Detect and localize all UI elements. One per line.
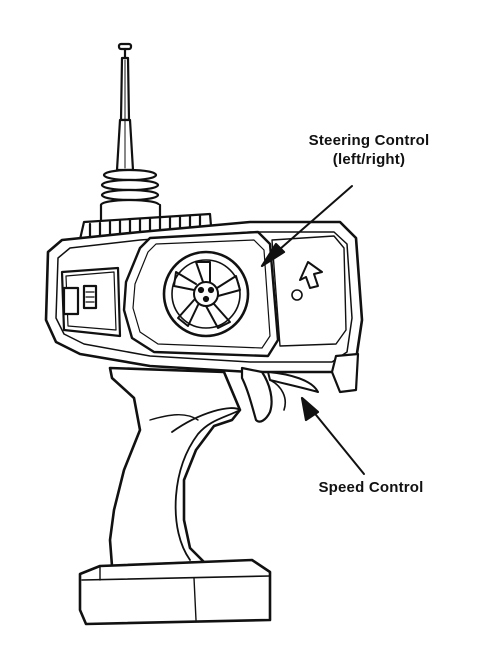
speed-control-label: Speed Control <box>296 479 446 497</box>
power-switch <box>62 268 120 336</box>
body-nose <box>332 354 358 392</box>
indicator-light <box>292 290 302 300</box>
battery-cap <box>80 560 270 624</box>
hub-bolt <box>204 297 208 301</box>
antenna <box>117 44 133 170</box>
switch-slot <box>64 288 78 314</box>
hub-bolt <box>209 288 213 292</box>
steering-control-sublabel: (left/right) <box>294 151 444 169</box>
steering-wheel <box>164 252 248 336</box>
pistol-grip <box>110 368 240 566</box>
hub-bolt <box>199 288 203 292</box>
antenna-coil <box>101 170 160 222</box>
steering-control-label: Steering Control <box>294 132 444 150</box>
speed-callout-arrow <box>302 398 364 474</box>
